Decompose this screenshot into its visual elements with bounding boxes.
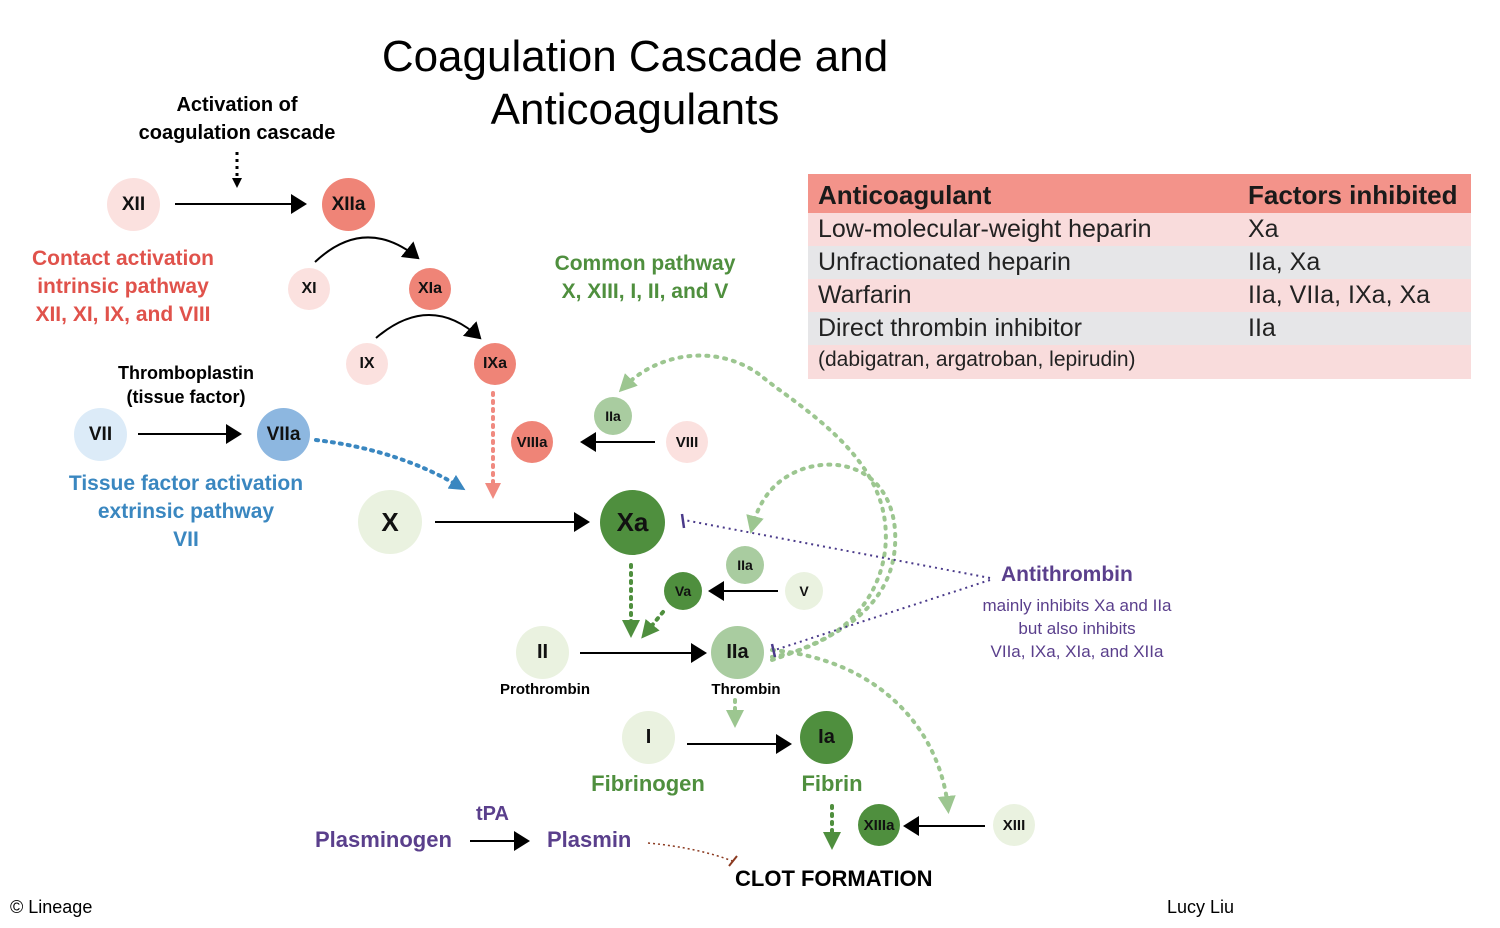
table-row: Warfarin IIa, VIIa, IXa, Xa <box>808 279 1471 312</box>
antithrombin-desc-line-2: but also inhibits <box>1018 619 1136 638</box>
inhibit-bar-xa <box>680 513 686 529</box>
factor-xia-node: XIa <box>409 268 451 310</box>
table-row: Unfractionated heparin IIa, Xa <box>808 246 1471 279</box>
arrow-ix-ixa <box>375 314 482 340</box>
author-text: Lucy Liu <box>1167 897 1235 917</box>
plasmin-label: Plasmin <box>547 827 632 852</box>
feedback-iia-viii <box>618 353 888 659</box>
drug-examples-note: (dabigatran, argatroban, lepirudin) <box>808 345 1238 379</box>
factor-va-node: Va <box>664 572 702 610</box>
inhibit-plasmin-clot <box>647 842 736 863</box>
empty-cell <box>1238 345 1471 379</box>
factor-v-node: V <box>785 572 823 610</box>
extrinsic-line-2: extrinsic pathway <box>97 500 275 523</box>
fibrinogen-label: Fibrinogen <box>591 771 705 796</box>
thrombin-label: Thrombin <box>711 681 781 698</box>
antithrombin-description: mainly inhibits Xa and IIa but also inhi… <box>957 594 1197 663</box>
factors-inhibited: Xa <box>1238 213 1471 246</box>
factor-viia-node: VIIa <box>257 408 310 461</box>
feedback-iia-xiii <box>770 648 956 814</box>
factors-inhibited: IIa, VIIa, IXa, Xa <box>1238 279 1471 312</box>
page-title: Coagulation Cascade and Anticoagulants <box>300 30 970 136</box>
factor-xiiia-node: XIIIa <box>858 804 900 846</box>
arrow-viia-x <box>314 438 466 491</box>
intrinsic-line-3: XII, XI, IX, and VIII <box>35 303 211 326</box>
factor-xi-node: XI <box>288 268 330 310</box>
factor-iia-v-node: IIa <box>726 546 764 584</box>
factor-xiia-node: XIIa <box>322 178 375 231</box>
factors-inhibited: IIa, Xa <box>1238 246 1471 279</box>
header-factors-inhibited: Factors inhibited <box>1238 174 1471 213</box>
inhibit-bar-clot <box>728 855 738 867</box>
factor-viiia-node: VIIIa <box>511 421 553 463</box>
extrinsic-line-3: VII <box>173 528 199 551</box>
feedback-iia-v <box>746 462 898 662</box>
thromboplastin-label: Thromboplastin (tissue factor) <box>86 361 286 409</box>
factor-ii-node: II <box>516 626 569 679</box>
drug-name: Unfractionated heparin <box>808 246 1238 279</box>
factor-ix-node: IX <box>346 343 388 385</box>
factor-vii-node: VII <box>74 408 127 461</box>
extrinsic-line-1: Tissue factor activation <box>68 472 304 495</box>
thromboplastin-line-2: (tissue factor) <box>126 387 246 407</box>
activation-line-2: coagulation cascade <box>138 122 336 144</box>
drug-name: Warfarin <box>808 279 1238 312</box>
header-anticoagulant: Anticoagulant <box>808 174 1238 213</box>
title-line-1: Coagulation Cascade and <box>381 32 889 81</box>
factor-xiii-node: XIII <box>993 804 1035 846</box>
plasminogen-label: Plasminogen <box>315 827 452 852</box>
arrow-va-iia <box>641 610 665 639</box>
factor-iia-thrombin-node: IIa <box>711 626 764 679</box>
table-row-note: (dabigatran, argatroban, lepirudin) <box>808 345 1471 379</box>
factor-xa-node: Xa <box>600 490 665 555</box>
factors-inhibited: IIa <box>1238 312 1471 345</box>
tpa-label: tPA <box>476 803 509 825</box>
inhibit-antithrombin-xa <box>683 519 991 579</box>
common-line-2: X, XIII, I, II, and V <box>561 280 729 303</box>
intrinsic-pathway-label: Contact activation intrinsic pathway XII… <box>3 245 243 329</box>
prothrombin-label: Prothrombin <box>500 681 590 698</box>
factor-i-node: I <box>622 711 675 764</box>
fibrin-label: Fibrin <box>801 771 863 796</box>
common-pathway-label: Common pathway X, XIII, I, II, and V <box>520 250 770 306</box>
table-row: Low-molecular-weight heparin Xa <box>808 213 1471 246</box>
antithrombin-label: Antithrombin <box>1001 563 1133 586</box>
common-line-1: Common pathway <box>554 252 736 275</box>
inhibit-bar-iia <box>770 643 777 658</box>
anticoagulant-table: Anticoagulant Factors inhibited Low-mole… <box>808 174 1471 379</box>
factor-x-node: X <box>358 490 422 554</box>
factor-ia-node: Ia <box>800 711 853 764</box>
inhibit-antithrombin-iia <box>774 579 991 651</box>
intrinsic-line-1: Contact activation <box>31 247 215 270</box>
copyright-text: © Lineage <box>10 897 93 917</box>
extrinsic-pathway-label: Tissue factor activation extrinsic pathw… <box>46 470 326 554</box>
clot-formation-label: CLOT FORMATION <box>735 866 933 891</box>
antithrombin-desc-line-1: mainly inhibits Xa and IIa <box>982 596 1172 615</box>
title-line-2: Anticoagulants <box>490 85 780 134</box>
intrinsic-line-2: intrinsic pathway <box>37 275 209 298</box>
antithrombin-desc-line-3: VIIa, IXa, XIa, and XIIa <box>990 642 1164 661</box>
factor-iia-feedback-node: IIa <box>594 397 632 435</box>
activation-label: Activation of coagulation cascade <box>107 91 367 147</box>
table-header-row: Anticoagulant Factors inhibited <box>808 174 1471 213</box>
factor-viii-node: VIII <box>666 421 708 463</box>
activation-line-1: Activation of <box>176 94 298 116</box>
drug-name: Direct thrombin inhibitor <box>808 312 1238 345</box>
factor-xii-node: XII <box>107 178 160 231</box>
factor-ixa-node: IXa <box>474 343 516 385</box>
table-row: Direct thrombin inhibitor IIa <box>808 312 1471 345</box>
thromboplastin-line-1: Thromboplastin <box>118 363 254 383</box>
arrow-xi-xia <box>314 236 420 263</box>
drug-name: Low-molecular-weight heparin <box>808 213 1238 246</box>
